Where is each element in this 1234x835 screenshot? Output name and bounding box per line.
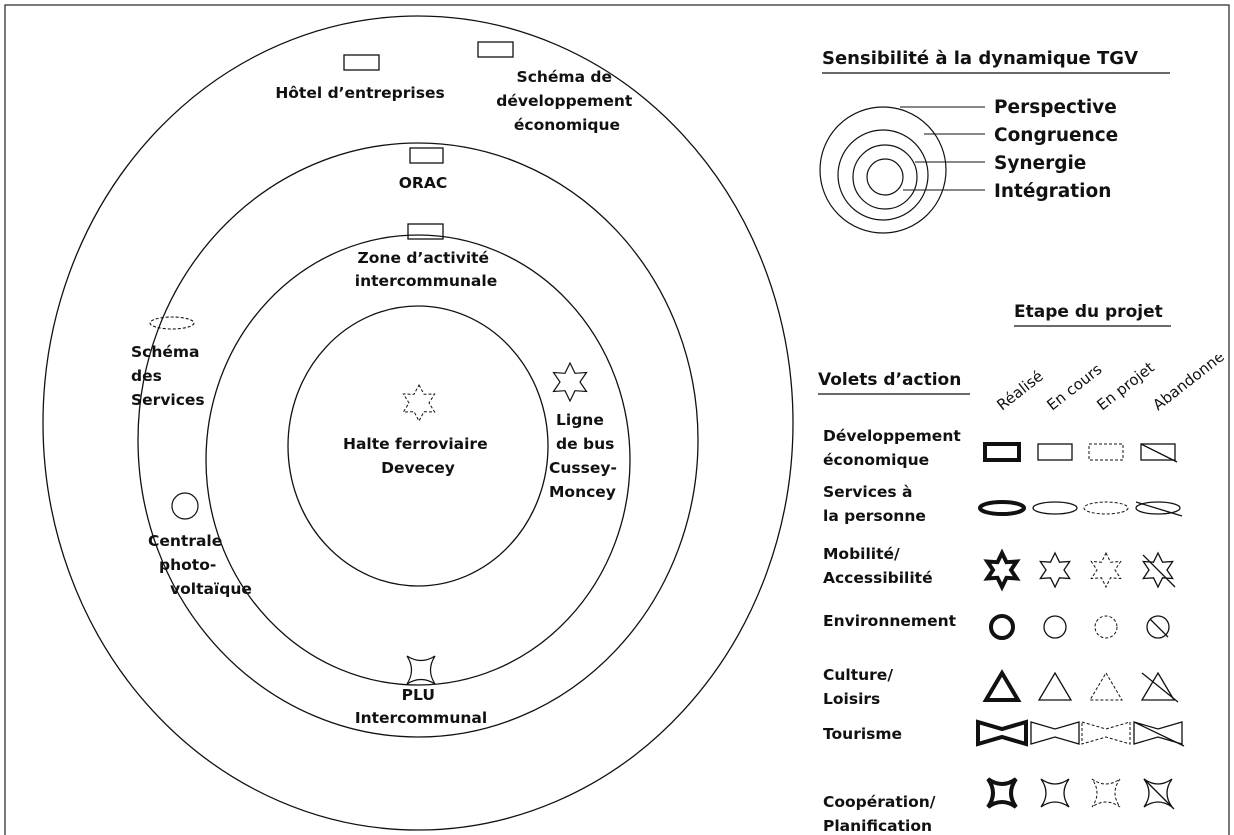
label-zone: Zone d’activité intercommunale <box>355 249 497 290</box>
hotel-rectangle-icon <box>343 54 380 71</box>
volets-title: Volets d’action <box>818 370 961 390</box>
circle-abandonne-icon <box>1146 615 1170 639</box>
strike-line <box>1142 554 1176 588</box>
ellipse-en-cours-icon <box>1032 501 1078 515</box>
volet-label-star: Mobilité/Accessibilité <box>823 545 933 587</box>
label-schema-services: Schéma des Services <box>131 343 205 409</box>
legend-ring-synergie <box>852 144 918 210</box>
symbol-grid <box>976 442 1185 810</box>
etape-title: Etape du projet <box>1014 302 1163 322</box>
rectangle-en-projet-icon <box>1088 443 1124 461</box>
triangle-abandonne-icon <box>1140 671 1179 703</box>
label-schema-dev: Schéma de développement économique <box>496 68 637 134</box>
star-en-projet-icon <box>1090 551 1122 589</box>
legend-label-congruence: Congruence <box>994 125 1118 146</box>
stage-headers: Réalisé En cours En projet Abandonné <box>993 347 1227 414</box>
strike-line <box>1133 721 1185 747</box>
main-rings <box>42 15 794 831</box>
ellipse-abandonne-icon <box>1135 501 1183 517</box>
rectangle-en-cours-icon <box>1037 443 1073 461</box>
strike-line <box>1149 618 1169 638</box>
legend-label-integration: Intégration <box>994 181 1111 202</box>
centrale-circle-icon <box>171 492 199 520</box>
ring-perspective <box>42 15 794 831</box>
concave-square-abandonne-icon <box>1143 778 1175 810</box>
label-centrale: Centrale photo- voltaïque <box>148 532 252 598</box>
star-en-cours-icon <box>1039 551 1071 589</box>
circle-en-projet-icon <box>1094 615 1118 639</box>
stage-en-projet: En projet <box>1093 358 1157 414</box>
circle-en-cours-icon <box>1043 615 1067 639</box>
bowtie-abandonne-icon <box>1133 721 1185 747</box>
bowtie-realise-icon <box>976 719 1028 747</box>
strike-line <box>1141 672 1179 703</box>
rectangle-realise-icon <box>983 442 1021 462</box>
label-plu: PLU Intercommunal <box>355 686 487 727</box>
strike-line <box>1135 501 1183 517</box>
legend-label-perspective: Perspective <box>994 97 1117 118</box>
ring-synergie <box>205 234 631 686</box>
zone-rectangle-icon <box>407 223 444 240</box>
strike-line <box>1140 443 1178 463</box>
concave-square-en-projet-icon <box>1091 778 1121 808</box>
ring-integration <box>287 305 549 587</box>
legend-ring-perspective <box>819 106 947 234</box>
plu-concave-square-icon <box>406 655 436 685</box>
sensibilite-legend: Sensibilité à la dynamique TGV Perspecti… <box>819 48 1170 234</box>
triangle-en-cours-icon <box>1037 671 1073 701</box>
label-hotel: Hôtel d’entreprises <box>275 84 444 102</box>
legend-ring-integration <box>866 158 904 196</box>
etape-legend: Etape du projet Volets d’action Réalisé … <box>818 302 1228 835</box>
halte-star-icon <box>402 383 436 423</box>
diagram-labels: Hôtel d’entreprises Schéma de développem… <box>131 68 637 727</box>
triangle-en-projet-icon <box>1089 672 1123 701</box>
volet-label-bowtie: Tourisme <box>823 725 902 743</box>
concave-square-en-cours-icon <box>1040 778 1070 808</box>
ellipse-en-projet-icon <box>1083 501 1129 515</box>
diagram-symbols <box>149 41 588 685</box>
orac-rectangle-icon <box>409 147 444 164</box>
ring-congruence <box>137 142 699 738</box>
star-abandonne-icon <box>1142 551 1176 589</box>
bowtie-en-projet-icon <box>1081 721 1131 745</box>
stage-abandonne: Abandonné <box>1149 347 1227 414</box>
ellipse-realise-icon <box>978 500 1026 516</box>
triangle-realise-icon <box>982 669 1022 702</box>
bowtie-en-cours-icon <box>1030 721 1080 745</box>
volet-label-triangle: Culture/Loisirs <box>823 666 893 708</box>
schema-services-ellipse-icon <box>149 316 195 330</box>
concave-square-realise-icon <box>986 777 1018 809</box>
stage-realise: Réalisé <box>993 367 1046 414</box>
label-ligne-bus: Ligne de bus Cussey- Moncey <box>549 411 622 501</box>
rectangle-abandonne-icon <box>1140 443 1178 463</box>
star-realise-icon <box>983 548 1021 592</box>
label-halte: Halte ferroviaire Devecey <box>343 435 493 477</box>
sensibilite-title: Sensibilité à la dynamique TGV <box>822 48 1138 69</box>
legend-ring-congruence <box>837 129 929 221</box>
schema-dev-rectangle-icon <box>477 41 514 58</box>
stage-en-cours: En cours <box>1043 360 1105 414</box>
page-frame <box>4 4 1230 835</box>
bus-star-icon <box>552 361 588 403</box>
legend-label-synergie: Synergie <box>994 153 1086 174</box>
circle-realise-icon <box>989 614 1015 640</box>
label-orac: ORAC <box>399 174 447 192</box>
volet-label-concave-square: Coopération/Planification <box>823 793 936 835</box>
volet-label-circle: Environnement <box>823 612 957 630</box>
strike-line <box>1143 778 1175 810</box>
